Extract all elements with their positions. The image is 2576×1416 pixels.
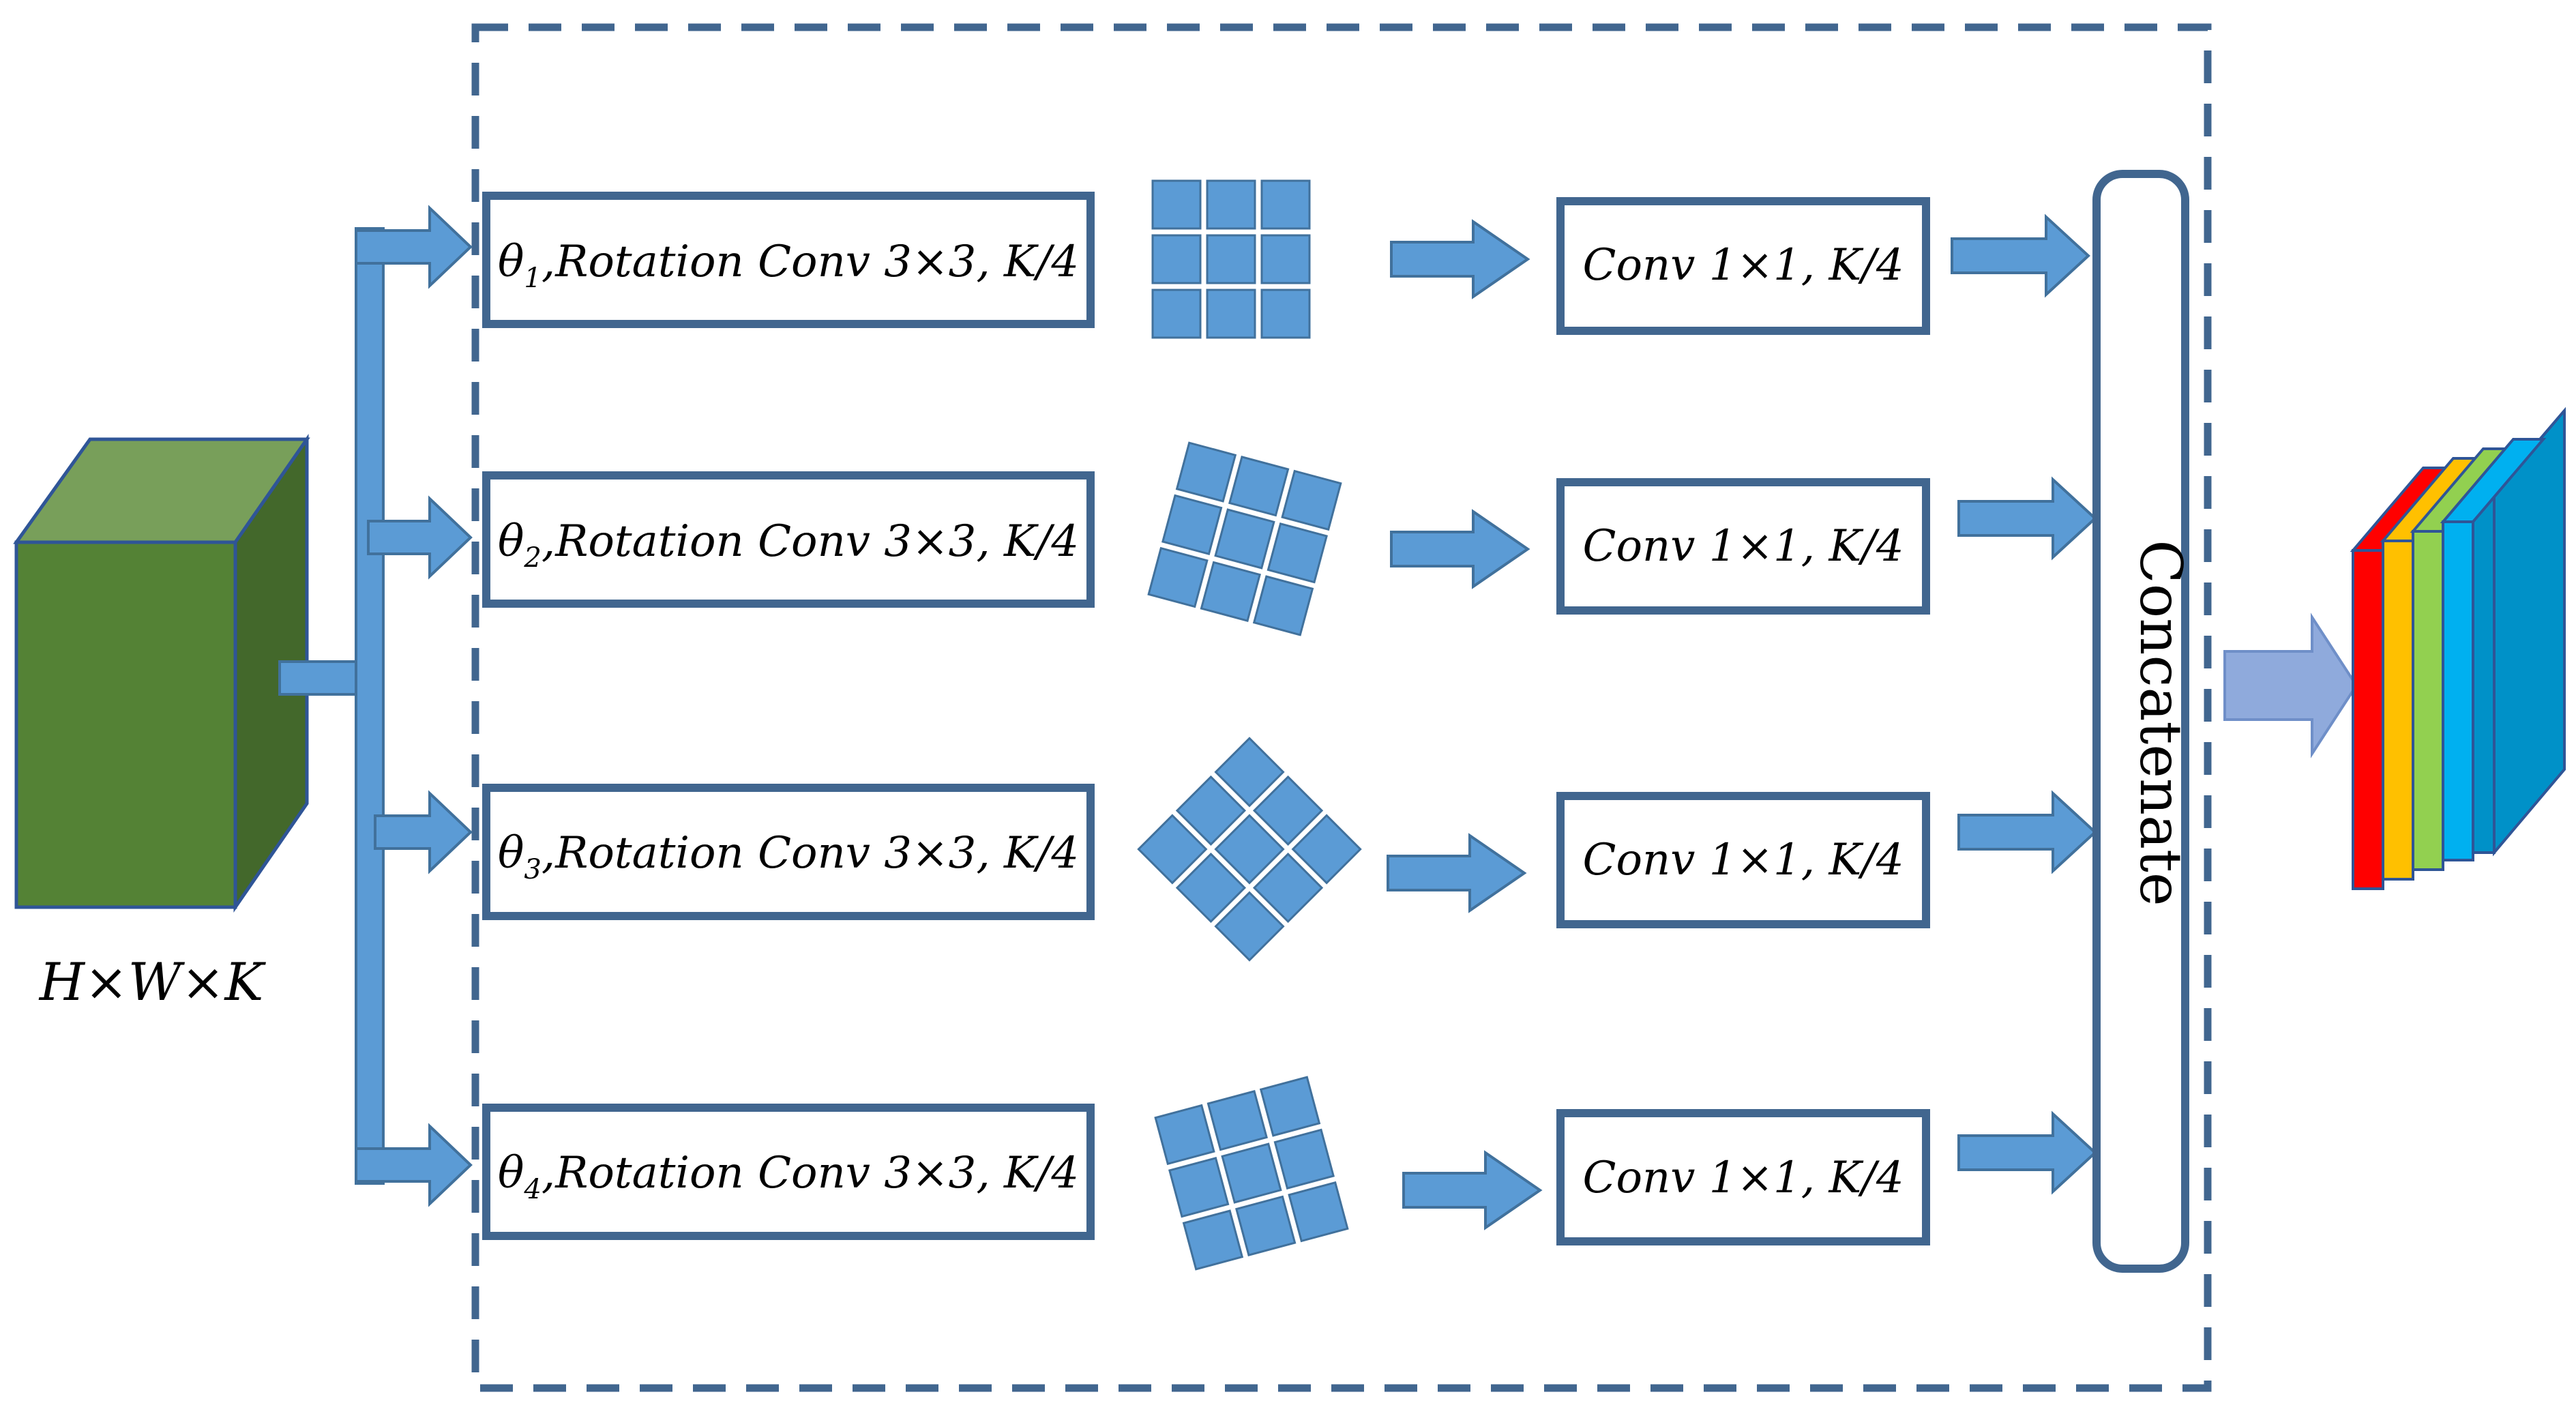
kernel-to-conv-arrow-1 [1390,219,1530,299]
rotation-conv-box-1 [482,192,1095,328]
kernel-cell [1175,852,1247,924]
input-dimension-label: H×W×K [38,952,267,1012]
kernel-grid-cells [1154,1076,1349,1271]
kernel-cell [1235,1195,1297,1256]
kernel-cell [1252,775,1324,846]
conv-to-concat-arrow-4 [1957,1110,2097,1195]
kernel-cell [1206,1090,1268,1151]
kernel-cell [1291,814,1362,885]
kernel-cell [1252,852,1324,924]
conv1x1-box-4 [1556,1109,1930,1245]
input-feature-cube [13,434,310,913]
kernel-cell [1252,575,1314,636]
module-dashed-border [471,23,2212,1392]
kernel-to-conv-arrow-2 [1390,509,1530,589]
kernel-cell [1154,1104,1215,1166]
conv-to-concat-arrow-1 [1951,213,2090,298]
kernel-cell [1221,1142,1282,1204]
kernel-cell [1175,441,1237,503]
output-slice-front [2382,540,2414,881]
conv1x1-label-2: Conv 1×1, K/4 [1582,521,1904,572]
kernel-cell [1260,179,1311,230]
concatenate-box [2092,170,2189,1273]
conv1x1-label-1: Conv 1×1, K/4 [1582,240,1904,291]
output-slices [2350,438,2547,890]
output-slice-front [2442,520,2474,861]
conv-to-concat-arrow-3 [1957,790,2097,874]
kernel-cell [1281,469,1342,531]
output-feature-stack [2350,407,2566,890]
split-trunk [355,227,385,1185]
kernel-cell [1273,1128,1335,1190]
branch-3: θ3,Rotation Conv 3×3, K/4 Conv 1×1, K/4 [482,737,2097,962]
kernel-grid-3 [1137,737,1362,962]
kernel-cell [1151,289,1202,339]
rotation-conv-box-2 [482,471,1095,608]
rotation-conv-label-4: θ4,Rotation Conv 3×3, K/4 [498,1148,1079,1205]
rotation-conv-label-3: θ3,Rotation Conv 3×3, K/4 [498,828,1079,885]
kernel-cell [1161,494,1223,555]
kernel-grid-2 [1147,441,1342,636]
split-arrow-1 [355,205,473,289]
kernel-grid-cells [1151,179,1311,339]
kernel-cell [1260,289,1311,339]
split-arrow-2 [367,495,473,580]
kernel-cell [1151,179,1202,230]
kernel-cell [1214,737,1285,808]
kernel-cell [1214,814,1285,885]
split-arrows [278,205,473,1207]
output-arrow [2223,613,2358,758]
kernel-cell [1151,234,1202,284]
kernel-cell [1214,891,1285,962]
rotation-conv-label-2: θ2,Rotation Conv 3×3, K/4 [498,516,1079,574]
kernel-grid-cells [1137,737,1362,962]
kernel-grid-1 [1151,179,1311,339]
split-arrow-4 [355,1123,473,1207]
kernel-to-conv-arrow-4 [1402,1150,1543,1230]
conv-to-concat-arrow-2 [1957,476,2097,561]
kernel-cell [1147,546,1209,608]
kernel-grid-cells [1147,441,1342,636]
kernel-cell [1288,1181,1349,1243]
conv1x1-box-2 [1556,478,1930,615]
conv1x1-box-3 [1556,792,1930,928]
kernel-cell [1228,456,1290,517]
conv1x1-box-1 [1556,197,1930,335]
input-cube-front [14,540,237,909]
kernel-cell [1206,289,1256,339]
kernel-cell [1168,1157,1230,1218]
concatenate-label: Concatenate [2127,540,2194,906]
kernel-grid-4 [1154,1076,1349,1271]
conv1x1-label-4: Conv 1×1, K/4 [1582,1153,1904,1203]
kernel-cell [1267,522,1328,584]
kernel-cell [1206,179,1256,230]
conv1x1-label-3: Conv 1×1, K/4 [1582,835,1904,885]
kernel-cell [1206,234,1256,284]
kernel-cell [1175,775,1247,846]
branch-1: θ1,Rotation Conv 3×3, K/4 Conv 1×1, K/4 [482,179,2090,339]
kernel-cell [1200,561,1261,622]
output-slice-front [2352,549,2384,890]
kernel-cell [1259,1076,1321,1137]
kernel-to-conv-arrow-3 [1387,833,1527,913]
kernel-cell [1214,508,1275,570]
rotation-conv-label-1: θ1,Rotation Conv 3×3, K/4 [498,237,1079,294]
rotation-conv-box-3 [482,784,1095,920]
kernel-cell [1260,234,1311,284]
output-slice-front [2412,530,2444,871]
branch-4: θ4,Rotation Conv 3×3, K/4 Conv 1×1, K/4 [482,1076,2097,1271]
rotation-conv-box-4 [482,1104,1095,1240]
kernel-cell [1182,1209,1244,1271]
split-arrow-3 [374,790,473,874]
branch-2: θ2,Rotation Conv 3×3, K/4 Conv 1×1, K/4 [482,441,2097,636]
kernel-cell [1137,814,1208,885]
